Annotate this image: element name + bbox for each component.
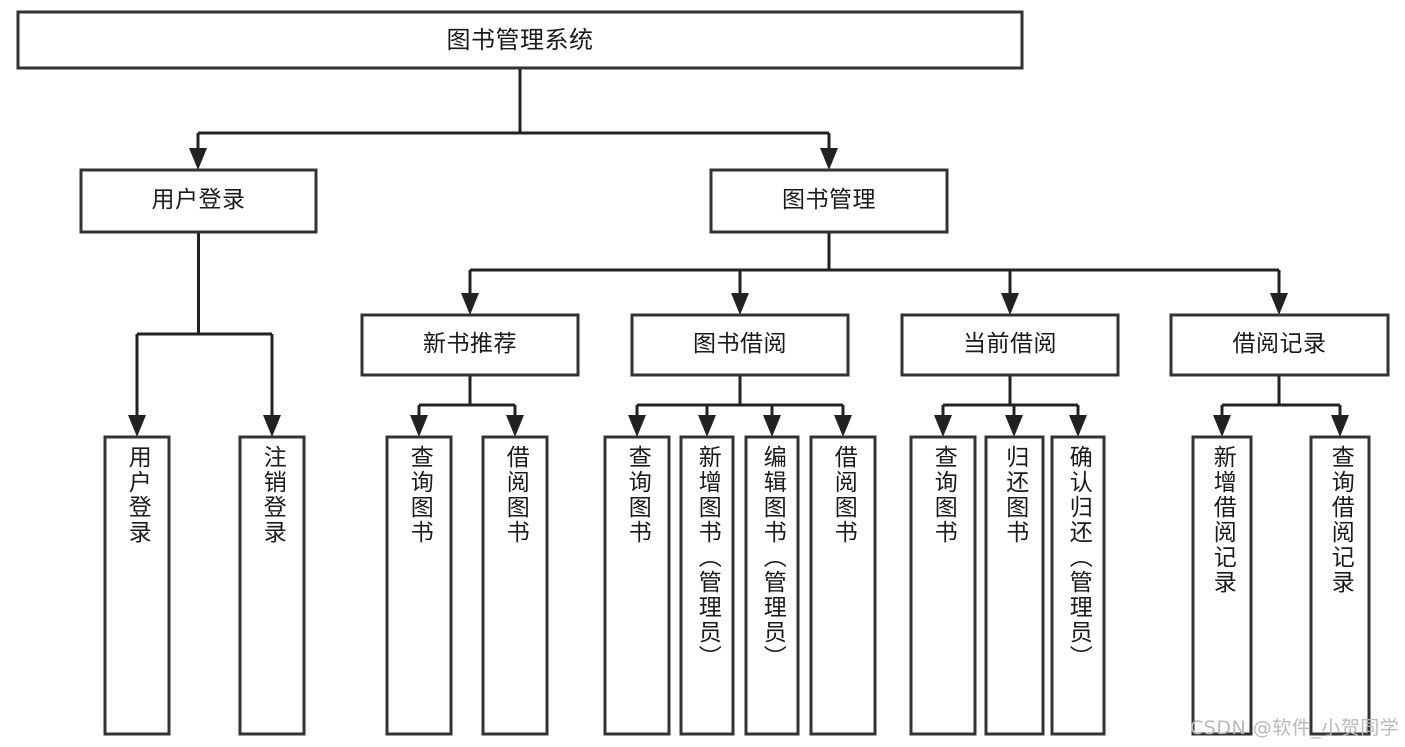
arrow-head-icon <box>263 415 281 437</box>
node-label-leaf-confirm-return-admin[interactable]: 确认归还（管理员） <box>1065 445 1092 670</box>
arrow-head-icon <box>1213 415 1231 437</box>
node-box-leaf-user-login[interactable] <box>103 435 171 736</box>
arrow-head-icon <box>834 415 852 437</box>
node-label-new-book-recommend[interactable]: 新书推荐 <box>423 331 517 358</box>
node-label-leaf-query-borrow-record[interactable]: 查询借阅记录 <box>1327 445 1354 595</box>
arrow-head-icon <box>506 415 524 437</box>
node-label-root[interactable]: 图书管理系统 <box>446 25 594 54</box>
node-label-leaf-borrow-book[interactable]: 借阅图书 <box>830 445 857 545</box>
node-box-leaf-edit-book-admin[interactable] <box>744 435 800 736</box>
node-label-leaf-query-book-recommend[interactable]: 查询图书 <box>406 445 433 545</box>
node-label-leaf-logout-login[interactable]: 注销登录 <box>259 445 286 545</box>
node-label-book-borrow[interactable]: 图书借阅 <box>693 331 787 358</box>
arrow-head-icon <box>1069 415 1087 437</box>
node-box-current-borrow[interactable] <box>900 313 1120 377</box>
node-box-new-book-recommend[interactable] <box>360 313 580 377</box>
node-label-book-management[interactable]: 图书管理 <box>782 187 876 214</box>
node-label-leaf-add-book-admin[interactable]: 新增图书（管理员） <box>694 445 721 670</box>
node-label-current-borrow[interactable]: 当前借阅 <box>963 331 1057 358</box>
csdn-watermark: CSDN @软件_小贺同学 <box>1190 717 1400 739</box>
node-box-leaf-query-borrow-record[interactable] <box>1309 435 1371 736</box>
node-box-borrow-record[interactable] <box>1169 313 1390 377</box>
node-box-leaf-borrow-book-recommend[interactable] <box>481 435 549 736</box>
node-label-leaf-query-book-current[interactable]: 查询图书 <box>930 445 957 545</box>
connector-layer <box>128 68 1349 437</box>
node-box-leaf-query-book-recommend[interactable] <box>385 435 453 736</box>
node-box-leaf-query-book-borrow[interactable] <box>603 435 671 736</box>
arrow-head-icon <box>410 415 428 437</box>
node-label-leaf-query-book-borrow[interactable]: 查询图书 <box>624 445 651 545</box>
arrow-head-icon <box>1005 415 1023 437</box>
node-box-root[interactable] <box>16 10 1024 70</box>
arrow-head-icon <box>698 415 716 437</box>
arrow-head-icon <box>1331 415 1349 437</box>
arrow-head-icon <box>731 293 749 315</box>
node-box-leaf-confirm-return-admin[interactable] <box>1050 435 1106 736</box>
node-label-leaf-return-book[interactable]: 归还图书 <box>1001 445 1028 545</box>
arrow-head-icon <box>461 293 479 315</box>
node-box-user-login[interactable] <box>79 168 318 234</box>
arrow-head-icon <box>934 415 952 437</box>
node-box-book-borrow[interactable] <box>630 313 850 377</box>
node-label-user-login[interactable]: 用户登录 <box>151 187 246 214</box>
node-box-book-management[interactable] <box>709 168 949 234</box>
node-box-leaf-return-book[interactable] <box>984 435 1045 736</box>
node-label-leaf-add-borrow-record[interactable]: 新增借阅记录 <box>1209 445 1236 595</box>
arrow-head-icon <box>189 148 207 170</box>
node-label-leaf-user-login[interactable]: 用户登录 <box>124 445 151 545</box>
node-box-leaf-add-book-admin[interactable] <box>679 435 735 736</box>
arrow-head-icon <box>820 148 838 170</box>
node-label-leaf-borrow-book-recommend[interactable]: 借阅图书 <box>502 445 529 545</box>
arrow-head-icon <box>1001 293 1019 315</box>
arrow-head-icon <box>128 415 146 437</box>
arrow-head-icon <box>763 415 781 437</box>
node-box-leaf-logout-login[interactable] <box>238 435 306 736</box>
node-label-leaf-edit-book-admin[interactable]: 编辑图书（管理员） <box>759 445 786 670</box>
node-label-borrow-record[interactable]: 借阅记录 <box>1232 331 1327 358</box>
node-box-leaf-borrow-book[interactable] <box>809 435 877 736</box>
box-layer <box>16 10 1390 736</box>
arrow-head-icon <box>628 415 646 437</box>
node-box-leaf-add-borrow-record[interactable] <box>1191 435 1253 736</box>
node-box-leaf-query-book-current[interactable] <box>909 435 977 736</box>
arrow-head-icon <box>1270 293 1288 315</box>
